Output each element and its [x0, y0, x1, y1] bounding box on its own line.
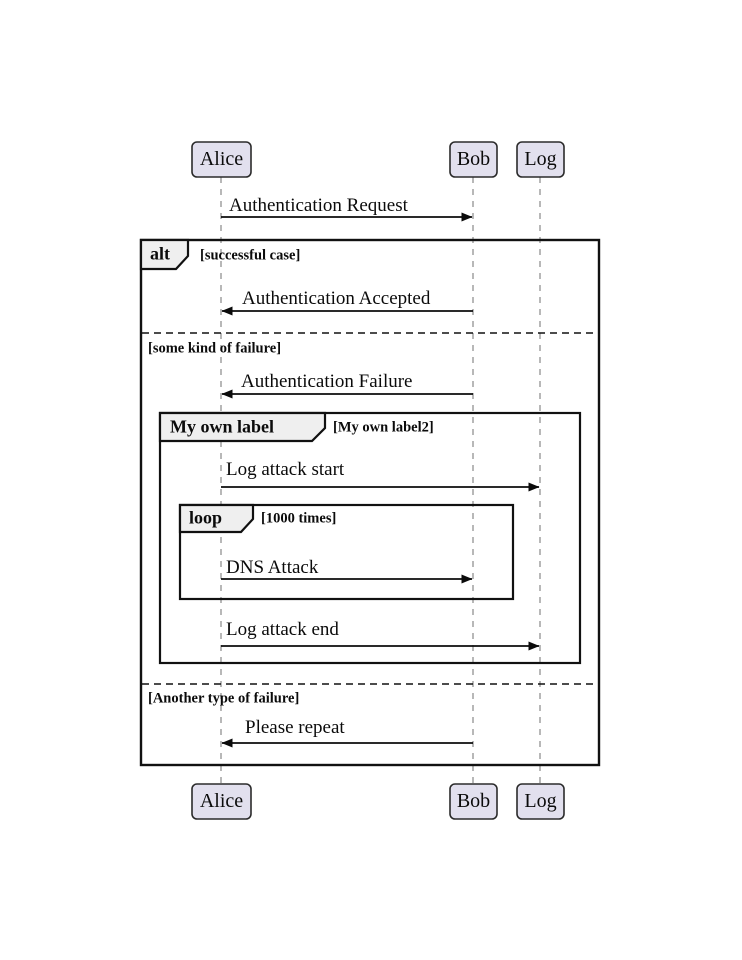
- message-label-please-repeat: Please repeat: [245, 717, 345, 738]
- frame-operator-label-my-own-label: My own label: [170, 417, 274, 437]
- frame-tab-my-own-label: [158, 411, 327, 443]
- combined-fragment-my-own-label[interactable]: My own label [My own label2] Log attack …: [158, 411, 582, 665]
- message-log-attack-end[interactable]: Log attack end: [221, 619, 540, 651]
- message-label-dns-attack: DNS Attack: [226, 557, 319, 578]
- lifelines-group: [220, 177, 541, 784]
- participant-label-alice-bottom: Alice: [200, 790, 243, 812]
- participant-box-log-bottom[interactable]: [516, 783, 565, 820]
- frame-border-my-own-label: [158, 411, 582, 665]
- participant-box-alice[interactable]: [191, 141, 252, 178]
- message-authentication-request[interactable]: Authentication Request: [221, 195, 473, 222]
- message-label-authentication-accepted: Authentication Accepted: [242, 288, 431, 309]
- participant-label-alice: Alice: [200, 148, 243, 170]
- message-label-log-attack-start: Log attack start: [226, 459, 345, 480]
- message-please-repeat[interactable]: Please repeat: [221, 717, 473, 748]
- participant-box-log[interactable]: [516, 141, 565, 178]
- participant-box-bob[interactable]: [449, 141, 498, 178]
- participant-label-log: Log: [524, 148, 556, 170]
- participant-label-log-bottom: Log: [524, 790, 556, 812]
- participant-header-log[interactable]: Log: [516, 141, 565, 178]
- frame-guard-my-own-label2: [My own label2]: [333, 419, 434, 435]
- frame-tab-loop: [178, 503, 255, 534]
- participant-footer-alice[interactable]: Alice: [191, 783, 252, 820]
- message-label-authentication-failure: Authentication Failure: [241, 371, 412, 392]
- combined-fragment-loop[interactable]: loop [1000 times] DNS Attack: [178, 503, 515, 601]
- frame-guard-another-type-of-failure: [Another type of failure]: [148, 690, 299, 706]
- participant-header-alice[interactable]: Alice: [191, 141, 252, 178]
- participant-box-alice-bottom[interactable]: [191, 783, 252, 820]
- message-label-authentication-request: Authentication Request: [229, 195, 409, 216]
- frame-border-alt: [139, 238, 601, 767]
- frame-tab-alt: [139, 238, 190, 271]
- participant-box-bob-bottom[interactable]: [449, 783, 498, 820]
- message-authentication-accepted[interactable]: Authentication Accepted: [221, 288, 473, 316]
- participant-label-bob: Bob: [457, 148, 490, 170]
- frame-guard-some-kind-of-failure: [some kind of failure]: [148, 340, 281, 356]
- participant-footer-bob[interactable]: Bob: [449, 783, 498, 820]
- message-authentication-failure[interactable]: Authentication Failure: [221, 371, 473, 399]
- message-dns-attack[interactable]: DNS Attack: [221, 557, 473, 584]
- frame-guard-1000-times: [1000 times]: [261, 510, 336, 526]
- participant-footer-log[interactable]: Log: [516, 783, 565, 820]
- participant-header-bob[interactable]: Bob: [449, 141, 498, 178]
- frame-guard-successful-case: [successful case]: [200, 247, 300, 263]
- combined-fragment-alt[interactable]: alt [successful case] Authentication Acc…: [139, 238, 601, 767]
- message-label-log-attack-end: Log attack end: [226, 619, 339, 640]
- participant-label-bob-bottom: Bob: [457, 790, 490, 812]
- message-log-attack-start[interactable]: Log attack start: [221, 459, 540, 492]
- frame-operator-label-alt: alt: [150, 244, 170, 264]
- frame-operator-label-loop: loop: [189, 508, 222, 528]
- frame-border-loop: [178, 503, 515, 601]
